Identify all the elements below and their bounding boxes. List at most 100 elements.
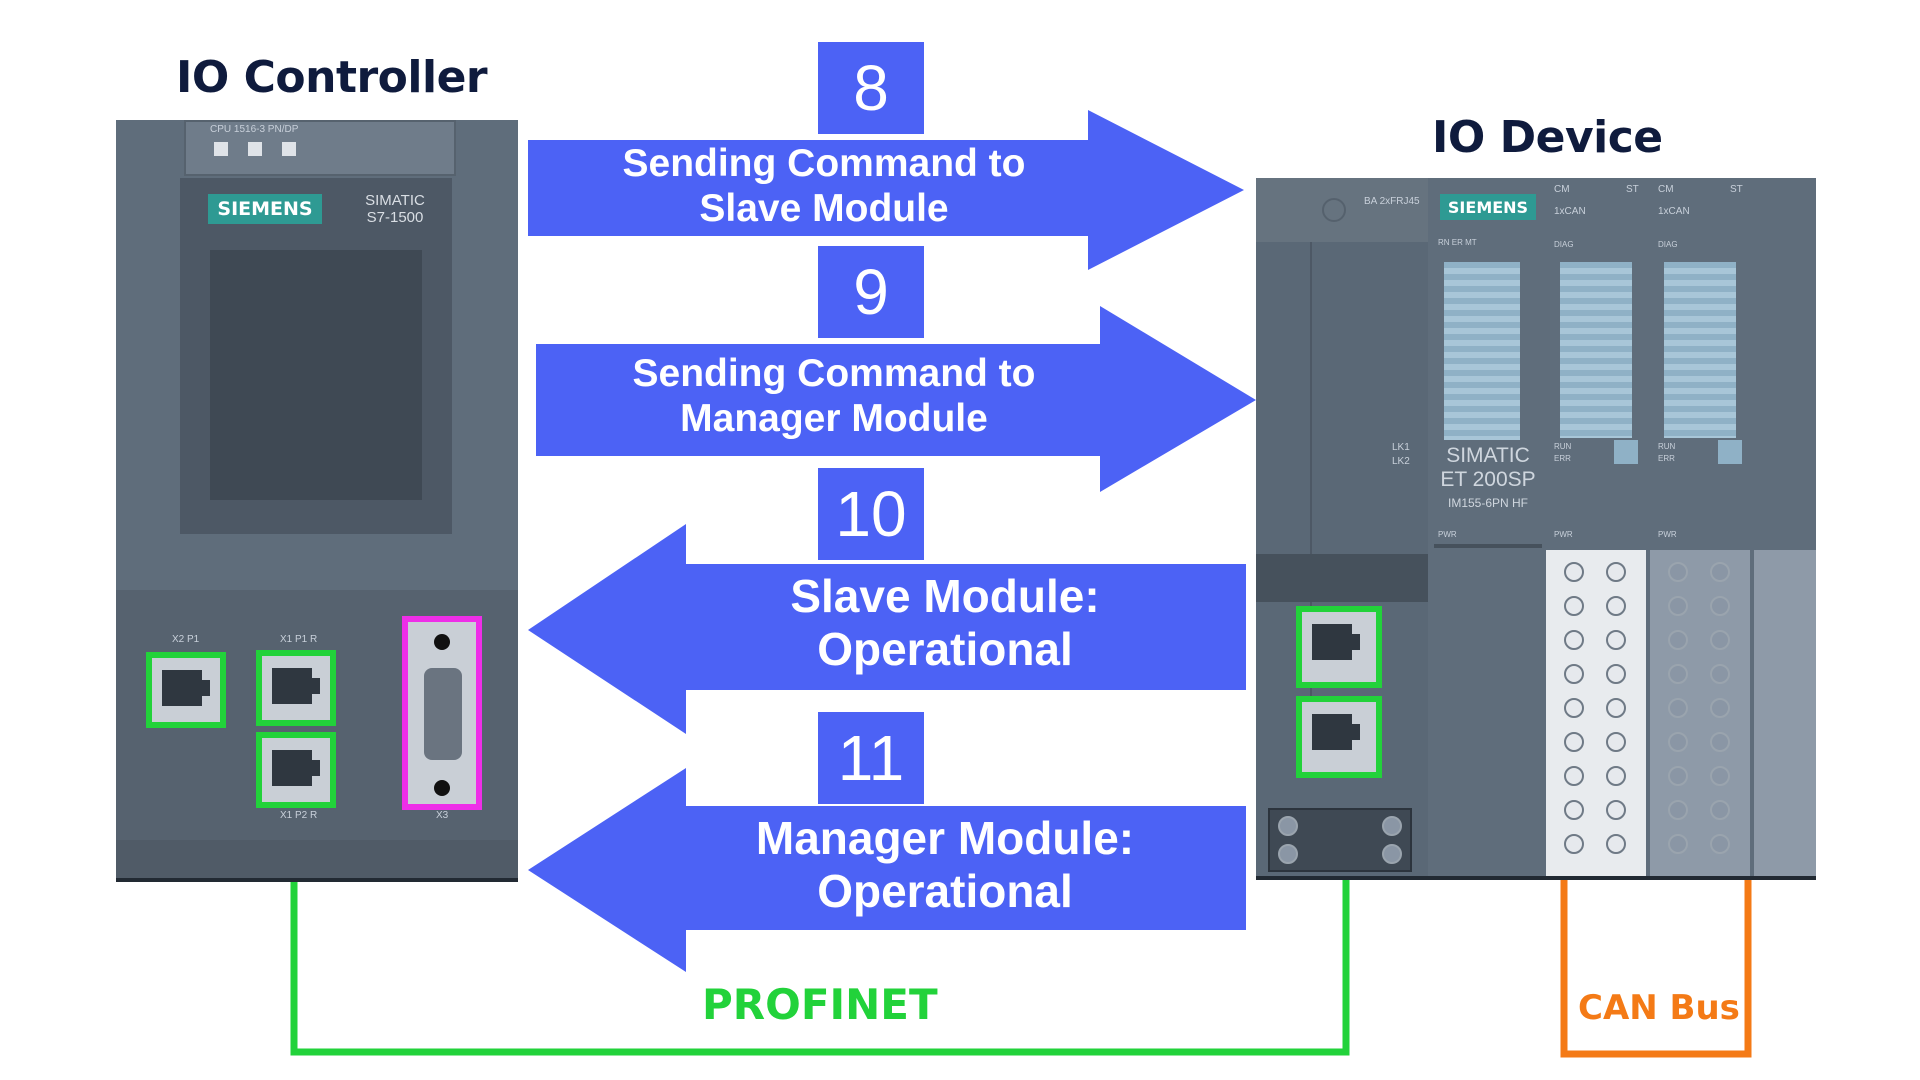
terminal-hole-icon (1564, 800, 1584, 820)
pwr-label: PWR (1658, 530, 1677, 539)
simatic-text: SIMATIC (1446, 444, 1530, 467)
db9-connector-icon (424, 668, 462, 760)
terminal-hole-icon (1710, 596, 1730, 616)
cm-label-strip (1560, 262, 1632, 438)
terminal-hole-icon (1668, 766, 1688, 786)
cm-label: CM (1554, 184, 1570, 195)
terminal-hole-icon (1564, 732, 1584, 752)
terminal-hole-icon (1606, 834, 1626, 854)
step-10-line2: Operational (817, 622, 1073, 675)
step-11-line1: Manager Module: (755, 812, 1135, 864)
step-11-label: Manager Module: Operational (690, 812, 1200, 918)
pwr-label: PWR (1554, 530, 1573, 539)
cm-status-square (1718, 440, 1742, 464)
siemens-logo: SIEMENS (208, 194, 322, 224)
port-label-x1p2: X1 P2 R (280, 810, 318, 821)
ba-port-recess (1256, 554, 1428, 602)
step-11-arrow (528, 768, 1246, 972)
terminal-hole-icon (1606, 596, 1626, 616)
cpu-top-panel: CPU 1516-3 PN/DP (184, 120, 456, 176)
err-label: ERR (1658, 454, 1675, 463)
terminal-hole-icon (1564, 596, 1584, 616)
ba-side-line (1310, 242, 1312, 722)
s7-1500-text: S7-1500 (366, 209, 424, 226)
im-module: SIEMENS RN ER MT SIMATIC ET 200SP IM155-… (1434, 178, 1542, 880)
cpu-model-label: CPU 1516-3 PN/DP (210, 124, 299, 135)
step-10-number: 10 (818, 468, 924, 560)
simatic-text: SIMATIC (365, 192, 425, 209)
terminal-hole-icon (1606, 800, 1626, 820)
terminal-hole-icon (1668, 596, 1688, 616)
cpu-simatic-label: SIMATIC S7-1500 (360, 192, 430, 226)
step-9-number: 9 (818, 246, 924, 338)
terminal-hole-icon (1668, 834, 1688, 854)
screw-icon (434, 634, 450, 650)
ba-module: BA 2xFRJ45 LK1 LK2 (1256, 178, 1428, 880)
cm-name-label: 1xCAN (1554, 206, 1586, 217)
im155-text: IM155-6PN HF (1447, 496, 1529, 510)
terminal-hole-icon (1710, 664, 1730, 684)
rj45-jack-icon (272, 750, 320, 786)
ethernet-port-x2p1[interactable] (146, 652, 226, 728)
mount-hole-icon (1382, 844, 1402, 864)
siemens-logo: SIEMENS (1440, 194, 1536, 220)
ba-screw-icon (1322, 198, 1346, 222)
terminal-hole-icon (1606, 766, 1626, 786)
cm-can-module-2: CM ST 1xCAN DIAG RUN ERR PWR (1650, 178, 1750, 880)
diag-label: DIAG (1554, 240, 1574, 249)
st-label: ST (1626, 184, 1639, 195)
terminal-hole-icon (1710, 630, 1730, 650)
port-label-x3: X3 (436, 810, 449, 821)
step-11-number: 11 (818, 712, 924, 804)
terminal-hole-icon (1668, 698, 1688, 718)
ba-label: BA 2xFRJ45 (1364, 196, 1420, 207)
terminal-hole-icon (1668, 664, 1688, 684)
st-label: ST (1730, 184, 1743, 195)
ethernet-port-x1p1[interactable] (256, 650, 336, 726)
step-10-label: Slave Module: Operational (690, 570, 1200, 676)
ethernet-port-device-1[interactable] (1296, 606, 1382, 688)
terminal-hole-icon (1564, 630, 1584, 650)
rj45-jack-icon (162, 670, 210, 706)
terminal-hole-icon (1668, 562, 1688, 582)
terminal-hole-icon (1710, 834, 1730, 854)
cm-can-module-1: CM ST 1xCAN DIAG RUN ERR PWR (1546, 178, 1646, 880)
terminal-hole-icon (1668, 732, 1688, 752)
im-model-label: SIMATIC ET 200SP IM155-6PN HF (1436, 444, 1540, 510)
step-11-line2: Operational (817, 864, 1073, 917)
rj45-jack-icon (1312, 624, 1360, 660)
step-10-line1: Slave Module: (790, 570, 1100, 622)
step-8-label: Sending Command to Slave Module (548, 142, 1100, 232)
port-label-x1p1: X1 P1 R (280, 634, 318, 645)
terminal-hole-icon (1606, 664, 1626, 684)
terminal-hole-icon (1606, 698, 1626, 718)
mount-hole-icon (1278, 816, 1298, 836)
ethernet-port-device-2[interactable] (1296, 696, 1382, 778)
cpu-bottom-strip (116, 840, 518, 882)
port-label-x2p1: X2 P1 (172, 634, 200, 645)
cpu-led (248, 142, 262, 156)
terminal-hole-icon (1668, 800, 1688, 820)
io-controller-title: IO Controller (176, 52, 488, 103)
step-9-line1: Sending Command to (632, 352, 1036, 395)
cpu-led (282, 142, 296, 156)
step-8-number: 8 (818, 42, 924, 134)
cm-label: CM (1658, 184, 1674, 195)
run-label: RUN (1554, 442, 1572, 451)
cpu-display-frame: SIEMENS SIMATIC S7-1500 (180, 178, 452, 534)
step-8-arrow (528, 110, 1244, 270)
terminal-hole-icon (1564, 834, 1584, 854)
io-device: BA 2xFRJ45 LK1 LK2 SIEMENS RN ER MT SIMA… (1256, 178, 1816, 880)
mount-hole-icon (1382, 816, 1402, 836)
step-9-label: Sending Command to Manager Module (556, 352, 1112, 442)
run-label: RUN (1658, 442, 1676, 451)
ba-bottom-bracket (1268, 808, 1412, 872)
device-base-line (1256, 876, 1816, 880)
serial-port-x3[interactable] (402, 616, 482, 810)
terminal-hole-icon (1710, 562, 1730, 582)
ethernet-port-x1p2[interactable] (256, 732, 336, 808)
im-label-strip (1444, 262, 1520, 440)
profinet-label: PROFINET (702, 980, 938, 1029)
terminal-hole-icon (1606, 732, 1626, 752)
